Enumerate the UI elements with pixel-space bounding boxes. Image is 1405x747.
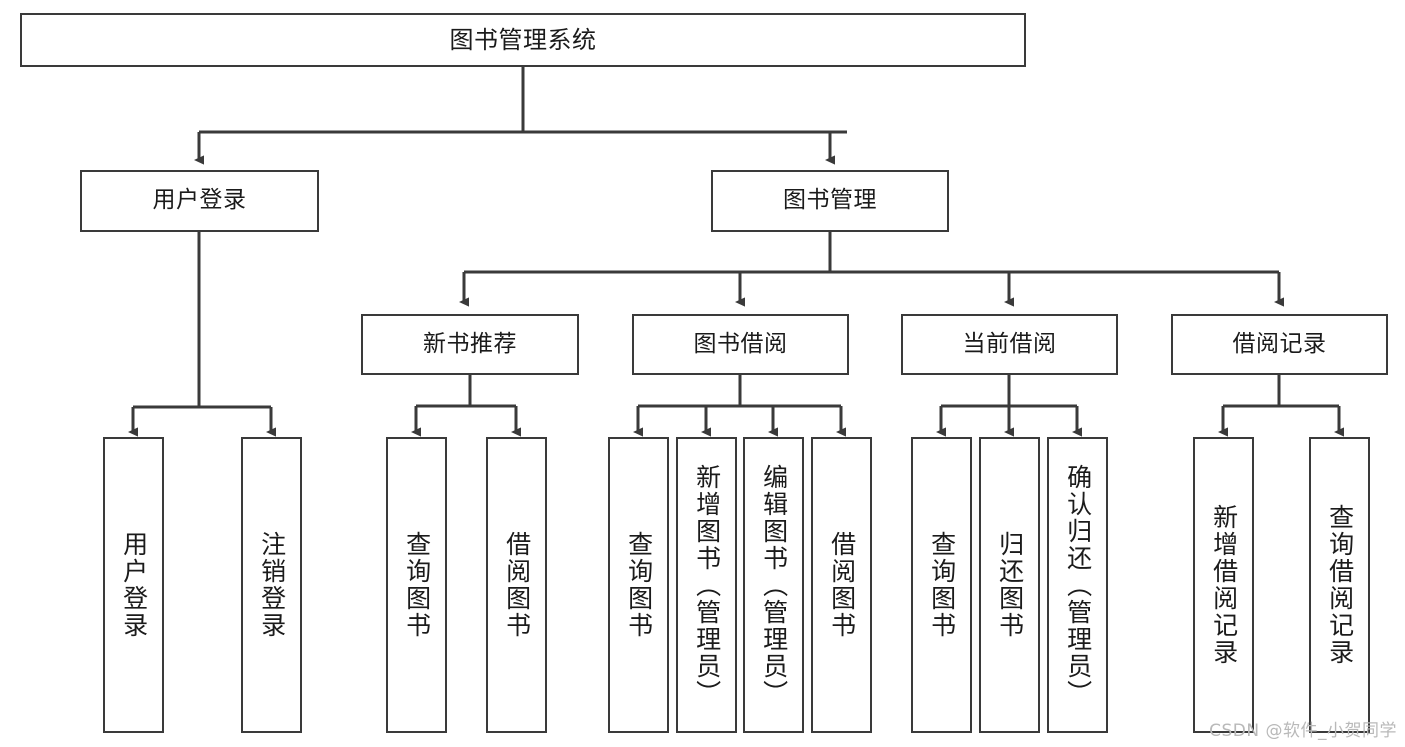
leaf-query-book-3[interactable]: 查询图书 [911, 437, 972, 733]
node-label: 借阅图书 [502, 531, 532, 639]
leaf-borrow-book-2[interactable]: 借阅图书 [811, 437, 872, 733]
node-label: 图书借阅 [693, 330, 788, 357]
leaf-edit-book-admin[interactable]: 编辑图书（管理员） [743, 437, 804, 733]
node-book-borrowing[interactable]: 图书借阅 [632, 314, 849, 375]
node-label: 查询图书 [927, 531, 957, 639]
node-label: 图书管理 [783, 187, 877, 214]
node-label: 当前借阅 [962, 330, 1057, 357]
node-label: 归还图书 [995, 531, 1025, 639]
node-label: 新增借阅记录 [1209, 504, 1239, 666]
node-label: 注销登录 [257, 531, 287, 639]
node-borrowing-record[interactable]: 借阅记录 [1171, 314, 1388, 375]
node-new-book-recommendation[interactable]: 新书推荐 [361, 314, 579, 375]
leaf-query-book-2[interactable]: 查询图书 [608, 437, 669, 733]
node-label: 查询图书 [624, 531, 654, 639]
csdn-watermark: CSDN @软件_小贺同学 [1209, 721, 1397, 741]
node-current-borrowing[interactable]: 当前借阅 [901, 314, 1118, 375]
leaf-add-borrowing-record[interactable]: 新增借阅记录 [1193, 437, 1254, 733]
node-label: 用户登录 [152, 187, 247, 214]
leaf-return-book[interactable]: 归还图书 [979, 437, 1040, 733]
node-label: 查询图书 [402, 531, 432, 639]
leaf-query-book-1[interactable]: 查询图书 [386, 437, 447, 733]
node-label: 图书管理系统 [449, 25, 597, 54]
node-label: 新书推荐 [423, 330, 517, 357]
leaf-add-book-admin[interactable]: 新增图书（管理员） [676, 437, 737, 733]
leaf-confirm-return-admin[interactable]: 确认归还（管理员） [1047, 437, 1108, 733]
node-book-management[interactable]: 图书管理 [711, 170, 949, 232]
node-label: 借阅图书 [827, 531, 857, 639]
leaf-user-login[interactable]: 用户登录 [103, 437, 164, 733]
node-user-login[interactable]: 用户登录 [80, 170, 319, 232]
node-label: 新增图书（管理员） [692, 463, 722, 707]
node-root-book-management-system[interactable]: 图书管理系统 [20, 13, 1026, 67]
node-label: 编辑图书（管理员） [759, 463, 789, 707]
leaf-query-borrowing-record[interactable]: 查询借阅记录 [1309, 437, 1370, 733]
node-label: 用户登录 [119, 531, 149, 639]
node-label: 查询借阅记录 [1325, 504, 1355, 666]
leaf-borrow-book-1[interactable]: 借阅图书 [486, 437, 547, 733]
node-label: 借阅记录 [1232, 330, 1327, 357]
node-label: 确认归还（管理员） [1063, 463, 1093, 707]
leaf-user-logout[interactable]: 注销登录 [241, 437, 302, 733]
